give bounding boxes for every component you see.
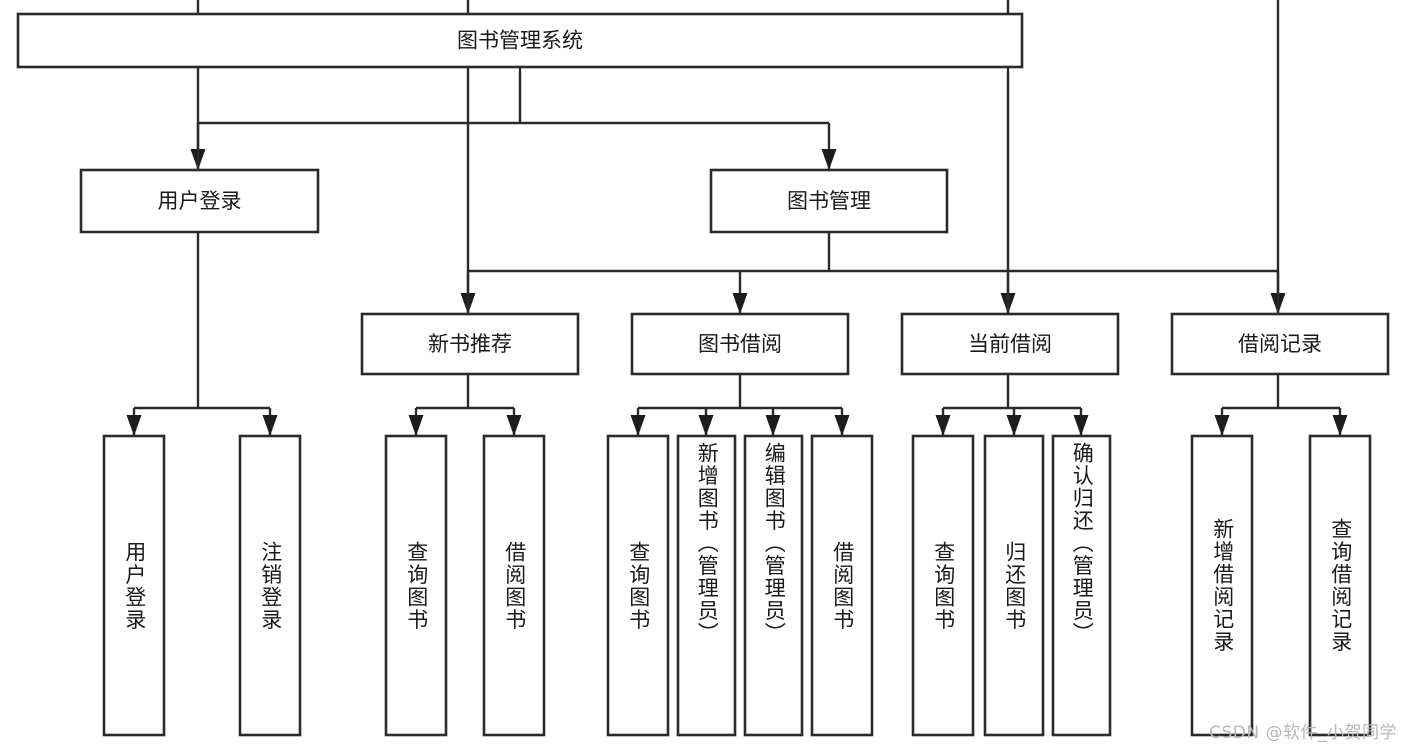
node-box-leaf-edit-book[interactable] [743,434,804,737]
node-box-borrow-record[interactable] [1170,312,1390,376]
node-box-book-borrow[interactable] [630,312,850,376]
node-box-leaf-add-record[interactable] [1190,434,1254,737]
node-box-leaf-borrow-book-2[interactable] [810,434,874,737]
arrow-to-leaf-2-2 [765,415,781,436]
node-box-root[interactable] [16,12,1024,69]
node-box-leaf-query-book-1[interactable] [384,434,448,737]
node-label-new-book-rec: 新书推荐 [428,332,512,356]
node-box-leaf-user-logout[interactable] [238,434,302,737]
arrow-to-leaf-2-0 [630,415,646,436]
arrow-to-leaf-2-3 [834,415,850,436]
node-box-leaf-confirm-return[interactable] [1051,434,1112,737]
arrow-to-book-borrow [732,293,748,314]
arrow-to-leaf-4-1 [1332,415,1348,436]
arrow-to-leaf-0-0 [126,415,142,436]
node-label-root: 图书管理系统 [457,29,583,53]
csdn-watermark: CSDN @软件_小贺同学 [1209,723,1397,743]
node-box-new-book-rec[interactable] [360,312,580,376]
arrow-to-leaf-3-2 [1073,415,1089,436]
node-label-book-manage: 图书管理 [787,189,871,213]
node-label-user-login: 用户登录 [158,189,242,213]
node-box-leaf-return-book[interactable] [983,434,1045,737]
node-box-user-login[interactable] [79,168,320,234]
arrow-to-leaf-1-0 [408,415,424,436]
node-box-leaf-query-book-2[interactable] [606,434,670,737]
node-box-current-borrow[interactable] [900,312,1120,376]
arrow-to-leaf-3-0 [935,415,951,436]
node-label-borrow-record: 借阅记录 [1238,332,1322,356]
arrow-to-leaf-4-0 [1214,415,1230,436]
arrow-to-leaf-2-1 [698,415,714,436]
node-box-leaf-query-book-3[interactable] [911,434,975,737]
node-box-leaf-user-login[interactable] [102,434,166,737]
arrow-to-leaf-0-1 [262,415,278,436]
arrow-to-book-manage [821,149,837,170]
node-box-leaf-borrow-book-1[interactable] [482,434,546,737]
node-box-leaf-add-book[interactable] [676,434,737,737]
node-box-leaf-query-record[interactable] [1308,434,1372,737]
arrow-to-leaf-1-1 [506,415,522,436]
node-label-current-borrow: 当前借阅 [968,332,1052,356]
arrow-to-leaf-3-1 [1006,415,1022,436]
node-label-book-borrow: 图书借阅 [698,332,782,356]
node-box-book-manage[interactable] [709,168,949,234]
boxes-layer [16,12,1390,737]
